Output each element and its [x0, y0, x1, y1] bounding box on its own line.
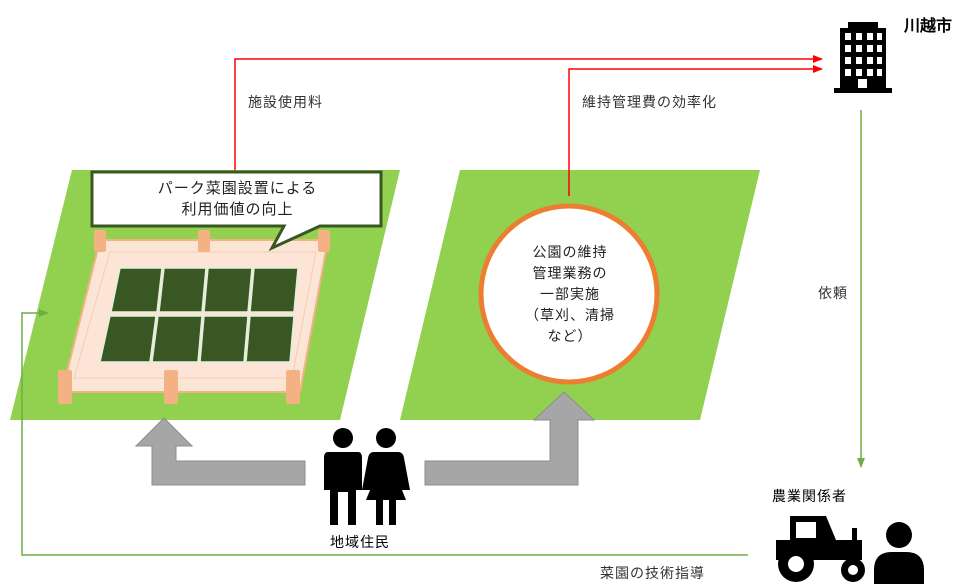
request-label: 依頼	[818, 286, 848, 302]
circle-line: 一部実施	[540, 287, 600, 303]
tractor-icon	[776, 516, 865, 582]
circle-line: （草刈、清掃	[525, 308, 615, 324]
callout-bubble	[90, 170, 383, 252]
residents-label: 地域住民	[330, 535, 390, 551]
callout-text: パーク菜園設置による 利用価値の向上	[95, 178, 380, 220]
garden-bed	[249, 267, 299, 313]
technical-guidance-arrow	[21, 309, 748, 556]
garden-bed	[245, 315, 295, 363]
maintenance-circle	[478, 203, 660, 385]
office-building-icon	[834, 22, 892, 93]
callout-line: パーク菜園設置による	[157, 179, 318, 197]
circle-line: 公園の維持	[532, 245, 608, 261]
garden-bed	[151, 315, 203, 363]
facility-fee-arrow	[234, 55, 823, 170]
garden-bed	[158, 267, 207, 313]
circle-line: など）	[547, 329, 593, 345]
frame-post	[94, 230, 106, 252]
facility-fee-label: 施設使用料	[248, 95, 323, 111]
maintenance-efficiency-arrow	[568, 65, 823, 196]
couple-icon	[324, 428, 410, 525]
callout-line: 利用価値の向上	[181, 200, 294, 218]
garden-beds	[99, 267, 299, 363]
garden-bed	[110, 267, 163, 313]
circle-line: 管理業務の	[532, 266, 608, 282]
gray-arrow-right	[424, 391, 596, 486]
person-icon	[874, 522, 924, 584]
frame-post	[164, 370, 178, 404]
garden-bed	[99, 315, 157, 363]
garden-bed	[199, 315, 249, 363]
garden-bed	[203, 267, 253, 313]
frame-post	[286, 370, 300, 404]
farmers-label: 農業関係者	[772, 489, 847, 505]
frame-post	[318, 230, 330, 252]
frame-post	[198, 230, 210, 252]
technical-guidance-label: 菜園の技術指導	[600, 566, 705, 582]
city-label: 川越市	[904, 16, 953, 35]
gray-arrow-left	[134, 417, 306, 486]
frame-post	[58, 370, 72, 404]
circle-text: 公園の維持 管理業務の 一部実施 （草刈、清掃 など）	[480, 243, 660, 348]
maintenance-efficiency-label: 維持管理費の効率化	[582, 95, 717, 111]
